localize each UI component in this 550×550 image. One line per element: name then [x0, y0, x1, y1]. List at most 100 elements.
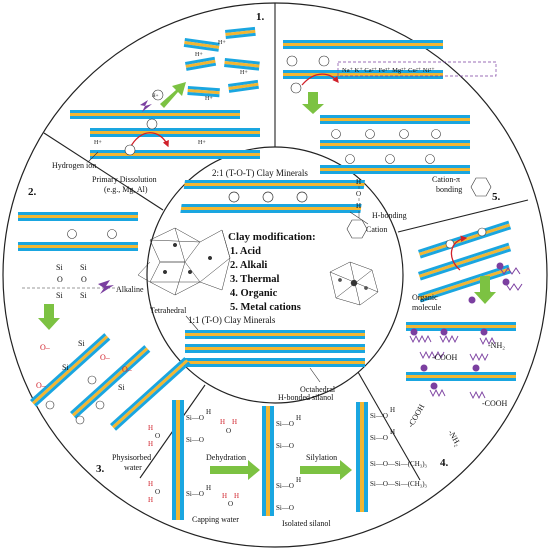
h-ion: H+: [218, 40, 226, 46]
green-arrow: [160, 82, 186, 108]
h-ion: H+: [94, 140, 102, 146]
silicate-sheet: [172, 400, 184, 520]
si-atom: Si: [56, 291, 63, 300]
h2o-bond: H: [356, 178, 361, 186]
o-minus: O–: [100, 353, 111, 362]
dehydration-label: Dehydration: [206, 453, 246, 462]
modification-title: Clay modification:: [228, 231, 316, 243]
cation-pi-bonding-label: bonding: [436, 185, 462, 194]
si-atom: Si: [56, 263, 63, 272]
to-layers: [185, 330, 365, 367]
o-atom: O: [81, 275, 87, 284]
svg-text:Si—O—Si—(CH₃)₃: Si—O—Si—(CH₃)₃: [370, 480, 428, 488]
dissolution-example: (e.g., Mg, Al): [104, 185, 148, 194]
sector-2-number: 2.: [28, 186, 37, 198]
sector-acid: 1. H+ H+ H+ H+ H+ H+ H+ Hydrogen ion: [52, 11, 265, 194]
cation-pi-label: Cation-π: [432, 175, 460, 184]
exchange-arrow: [301, 73, 339, 86]
svg-text:Si—O: Si—O: [186, 490, 204, 498]
h-ion: H+: [195, 52, 203, 58]
o-minus: O–: [122, 365, 133, 374]
svg-text:Si—O: Si—O: [370, 412, 388, 420]
capping-water-label: Capping water: [192, 515, 239, 524]
svg-text:Si—O—Si—(CH₃)₃: Si—O—Si—(CH₃)₃: [370, 460, 428, 468]
sector-organic: Organic molecule -COOH -NH₂ -COOH -COOH …: [406, 220, 523, 469]
method-organic: 4. Organic: [230, 288, 278, 299]
center-panel: 2:1 (T-O-T) Clay Minerals Cation Clay mo…: [137, 168, 387, 394]
alkyl-chain: [409, 334, 496, 400]
cation-label: Cation: [366, 225, 387, 234]
svg-text:O: O: [155, 488, 160, 496]
tetrahedral-octahedral-structure-icon: [137, 227, 231, 296]
sector-5-number: 5.: [492, 191, 501, 203]
hexagonal-structure-icon: [329, 261, 379, 306]
h-ion: H+: [205, 96, 213, 102]
molecule-label: molecule: [412, 303, 442, 312]
center-top-title: 2:1 (T-O-T) Clay Minerals: [212, 168, 308, 178]
svg-text:H: H: [234, 492, 239, 500]
physisorbed-label: Physisorbed: [112, 453, 151, 462]
h-ion: H+: [152, 94, 159, 99]
silanol-group: Si—O H Si—O Si—O H Si—O: [276, 414, 301, 512]
lightning-icon: [98, 280, 114, 294]
h2o-bond: H: [356, 202, 361, 210]
svg-text:H: H: [390, 406, 395, 414]
method-thermal: 3. Thermal: [230, 274, 279, 285]
svg-text:H: H: [148, 480, 153, 488]
metal-layers-bottom: [320, 115, 470, 174]
water-molecule: H O H H O H: [148, 424, 160, 504]
method-alkali: 2. Alkali: [230, 260, 267, 271]
interlayer-cation: [262, 191, 274, 203]
sector-thermal: 3. Physisorbed water H O H H O H Si—O H …: [96, 393, 428, 528]
acid-layers: [70, 110, 260, 159]
sector-metal-cations: Na⁺ K⁺ Ca²⁺ Fe³⁺ Mg²⁺ Cu²⁺ Ni²⁺ H O H H-…: [283, 40, 501, 239]
svg-text:O: O: [228, 500, 233, 508]
h2o-bond: O: [356, 190, 361, 198]
sector-3-number: 3.: [96, 463, 105, 475]
method-metal-cations: 5. Metal cations: [230, 302, 301, 313]
organic-molecule-chain: [499, 267, 523, 291]
svg-text:Si—O: Si—O: [186, 414, 204, 422]
physisorbed-water-label: water: [124, 463, 142, 472]
organic-label: Organic: [412, 293, 438, 302]
silicate-sheet: [356, 402, 368, 512]
green-arrow: [300, 460, 352, 480]
silylation-label: Silylation: [306, 453, 337, 462]
dissolution-arrow: [129, 132, 169, 149]
o-minus: O–: [36, 381, 47, 390]
svg-text:H: H: [148, 496, 153, 504]
isolated-silanol-label: Isolated silanol: [282, 519, 331, 528]
method-acid: 1. Acid: [230, 246, 261, 257]
center-bottom-title: 1:1 (T-O) Clay Minerals: [188, 315, 276, 325]
svg-text:Si—O: Si—O: [276, 420, 294, 428]
primary-dissolution-label: Primary Dissolution: [92, 175, 157, 184]
si-o-minus: Si: [118, 383, 125, 392]
exchange-arrow: [450, 235, 468, 271]
o-atom: O: [57, 275, 63, 284]
h-ion: H+: [240, 70, 248, 76]
si-atom: Si: [80, 291, 87, 300]
o-minus: O–: [40, 343, 51, 352]
green-arrow: [38, 304, 60, 330]
green-arrow: [210, 460, 260, 480]
svg-text:H: H: [222, 492, 227, 500]
svg-text:Si—O: Si—O: [276, 442, 294, 450]
silicate-sheet: [262, 406, 274, 516]
svg-text:O: O: [155, 432, 160, 440]
svg-text:Si—O: Si—O: [186, 436, 204, 444]
hydrogen-ion-label: Hydrogen ion: [52, 161, 96, 170]
svg-text:H: H: [148, 424, 153, 432]
svg-text:H: H: [206, 408, 211, 416]
sector-4-number: 4.: [440, 457, 449, 469]
svg-text:Si—O: Si—O: [370, 434, 388, 442]
lightning-icon: [140, 100, 152, 112]
benzene-ring-icon: [346, 177, 492, 239]
metal-cations-list: Na⁺ K⁺ Ca²⁺ Fe³⁺ Mg²⁺ Cu²⁺ Ni²⁺: [342, 67, 435, 74]
silanol-group: Si—O H Si—O Si—O H: [186, 408, 211, 498]
svg-text:H: H: [296, 414, 301, 422]
si-o-minus: Si: [62, 363, 69, 372]
cation-list-box: [337, 61, 497, 77]
h-bonding-label: H-bonding: [372, 211, 407, 220]
alkaline-label: Alkaline: [116, 285, 144, 294]
